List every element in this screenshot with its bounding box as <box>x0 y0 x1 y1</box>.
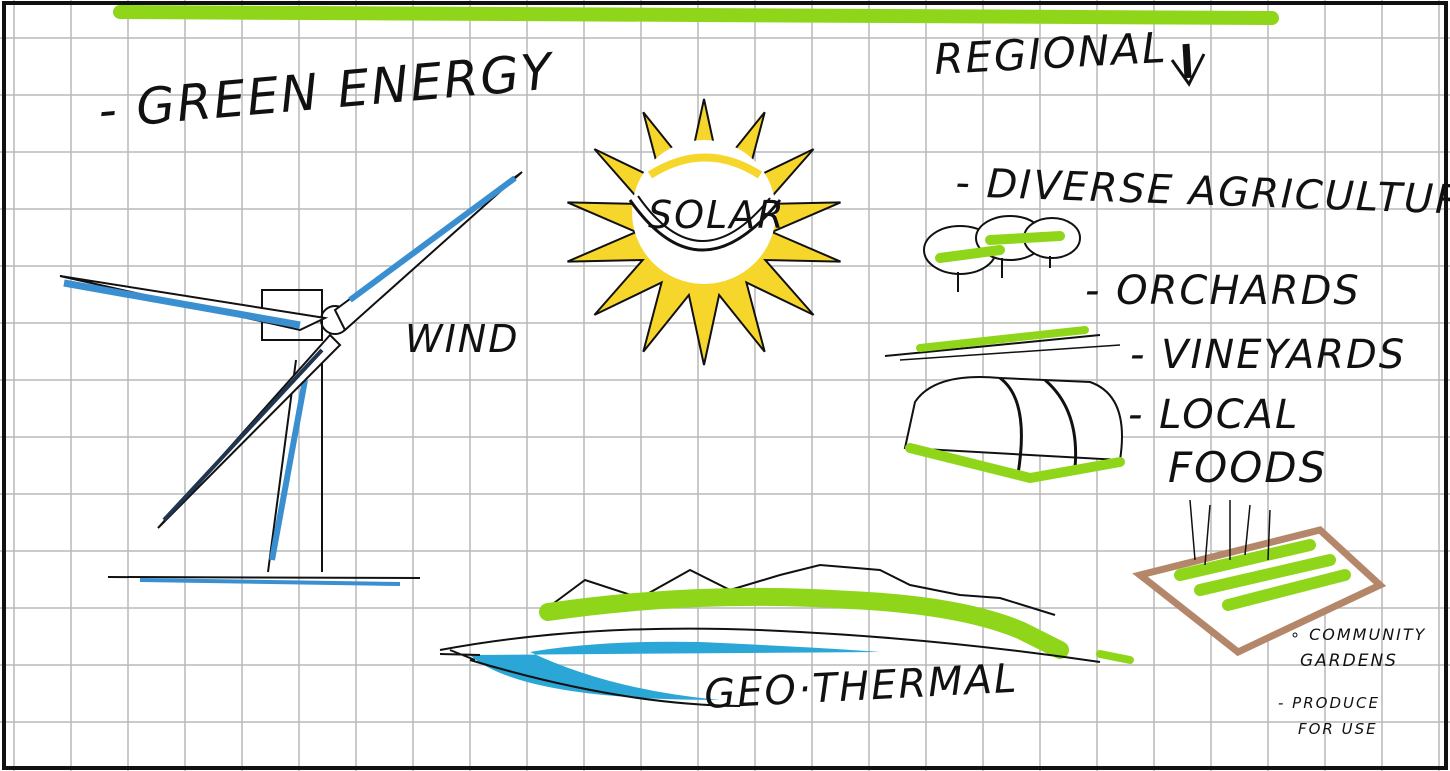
for-use-label: FOR USE <box>1298 720 1378 738</box>
orchards-label: - ORCHARDS <box>1085 268 1361 314</box>
vineyards-label: - VINEYARDS <box>1130 332 1406 378</box>
solar-label: SOLAR <box>648 193 786 237</box>
top-green-stroke <box>113 5 1279 25</box>
regional-title: REGIONAL <box>933 23 1169 84</box>
greenhouse-icon <box>903 376 1125 484</box>
sun-icon <box>567 98 841 366</box>
garden-bed-icon <box>1132 499 1387 657</box>
diverse-agriculture-title: - DIVERSE AGRICULTURE <box>955 160 1450 225</box>
gardens-label: GARDENS <box>1300 651 1398 671</box>
geothermal-landscape-icon <box>439 563 1134 707</box>
foods-label: FOODS <box>1168 443 1327 492</box>
local-label: - LOCAL <box>1128 392 1299 438</box>
vineyard-icon <box>884 326 1121 361</box>
wind-label: WIND <box>405 317 519 361</box>
produce-label: - PRODUCE <box>1278 694 1380 712</box>
community-label: ∘ COMMUNITY <box>1290 625 1426 644</box>
green-energy-title: - GREEN ENERGY <box>96 42 557 140</box>
tree-icon <box>923 215 1081 292</box>
down-arrow-icon <box>1170 43 1206 87</box>
wind-turbine-icon <box>59 171 523 586</box>
